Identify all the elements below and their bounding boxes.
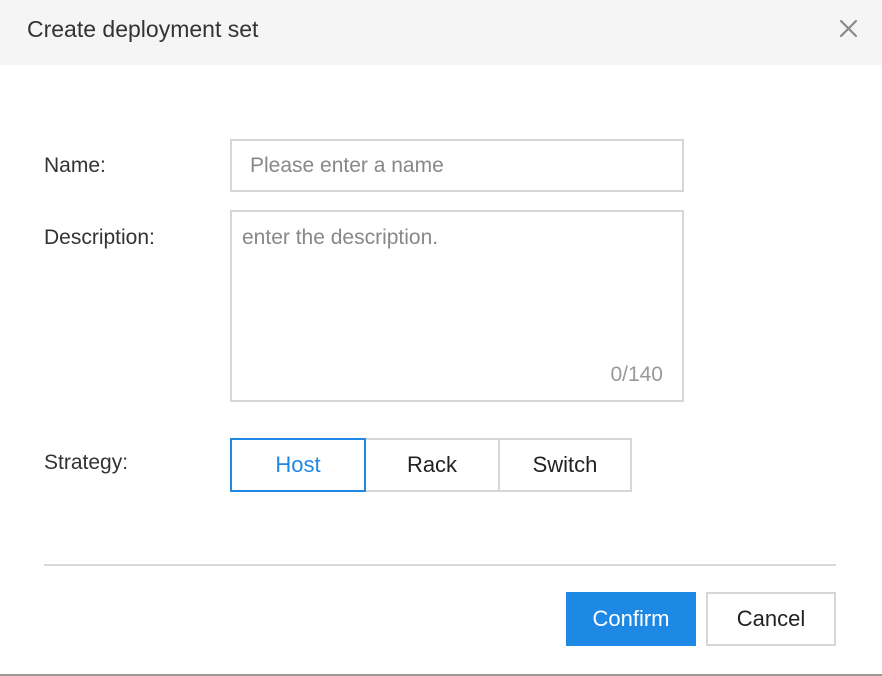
dialog-header: Create deployment set xyxy=(0,0,882,65)
strategy-option-host[interactable]: Host xyxy=(230,438,366,492)
description-field[interactable]: 0/140 xyxy=(230,210,684,402)
footer-divider xyxy=(44,564,836,566)
name-input[interactable] xyxy=(230,139,684,192)
strategy-option-switch[interactable]: Switch xyxy=(498,438,632,492)
description-textarea[interactable] xyxy=(232,212,682,400)
strategy-option-rack[interactable]: Rack xyxy=(364,438,500,492)
close-icon[interactable] xyxy=(834,14,864,44)
strategy-label: Strategy: xyxy=(44,451,129,474)
character-counter: 0/140 xyxy=(610,363,663,386)
cancel-button[interactable]: Cancel xyxy=(706,592,836,646)
dialog-title: Create deployment set xyxy=(27,16,259,42)
confirm-button[interactable]: Confirm xyxy=(566,592,696,646)
name-label: Name: xyxy=(44,154,106,177)
description-label: Description: xyxy=(44,226,155,249)
